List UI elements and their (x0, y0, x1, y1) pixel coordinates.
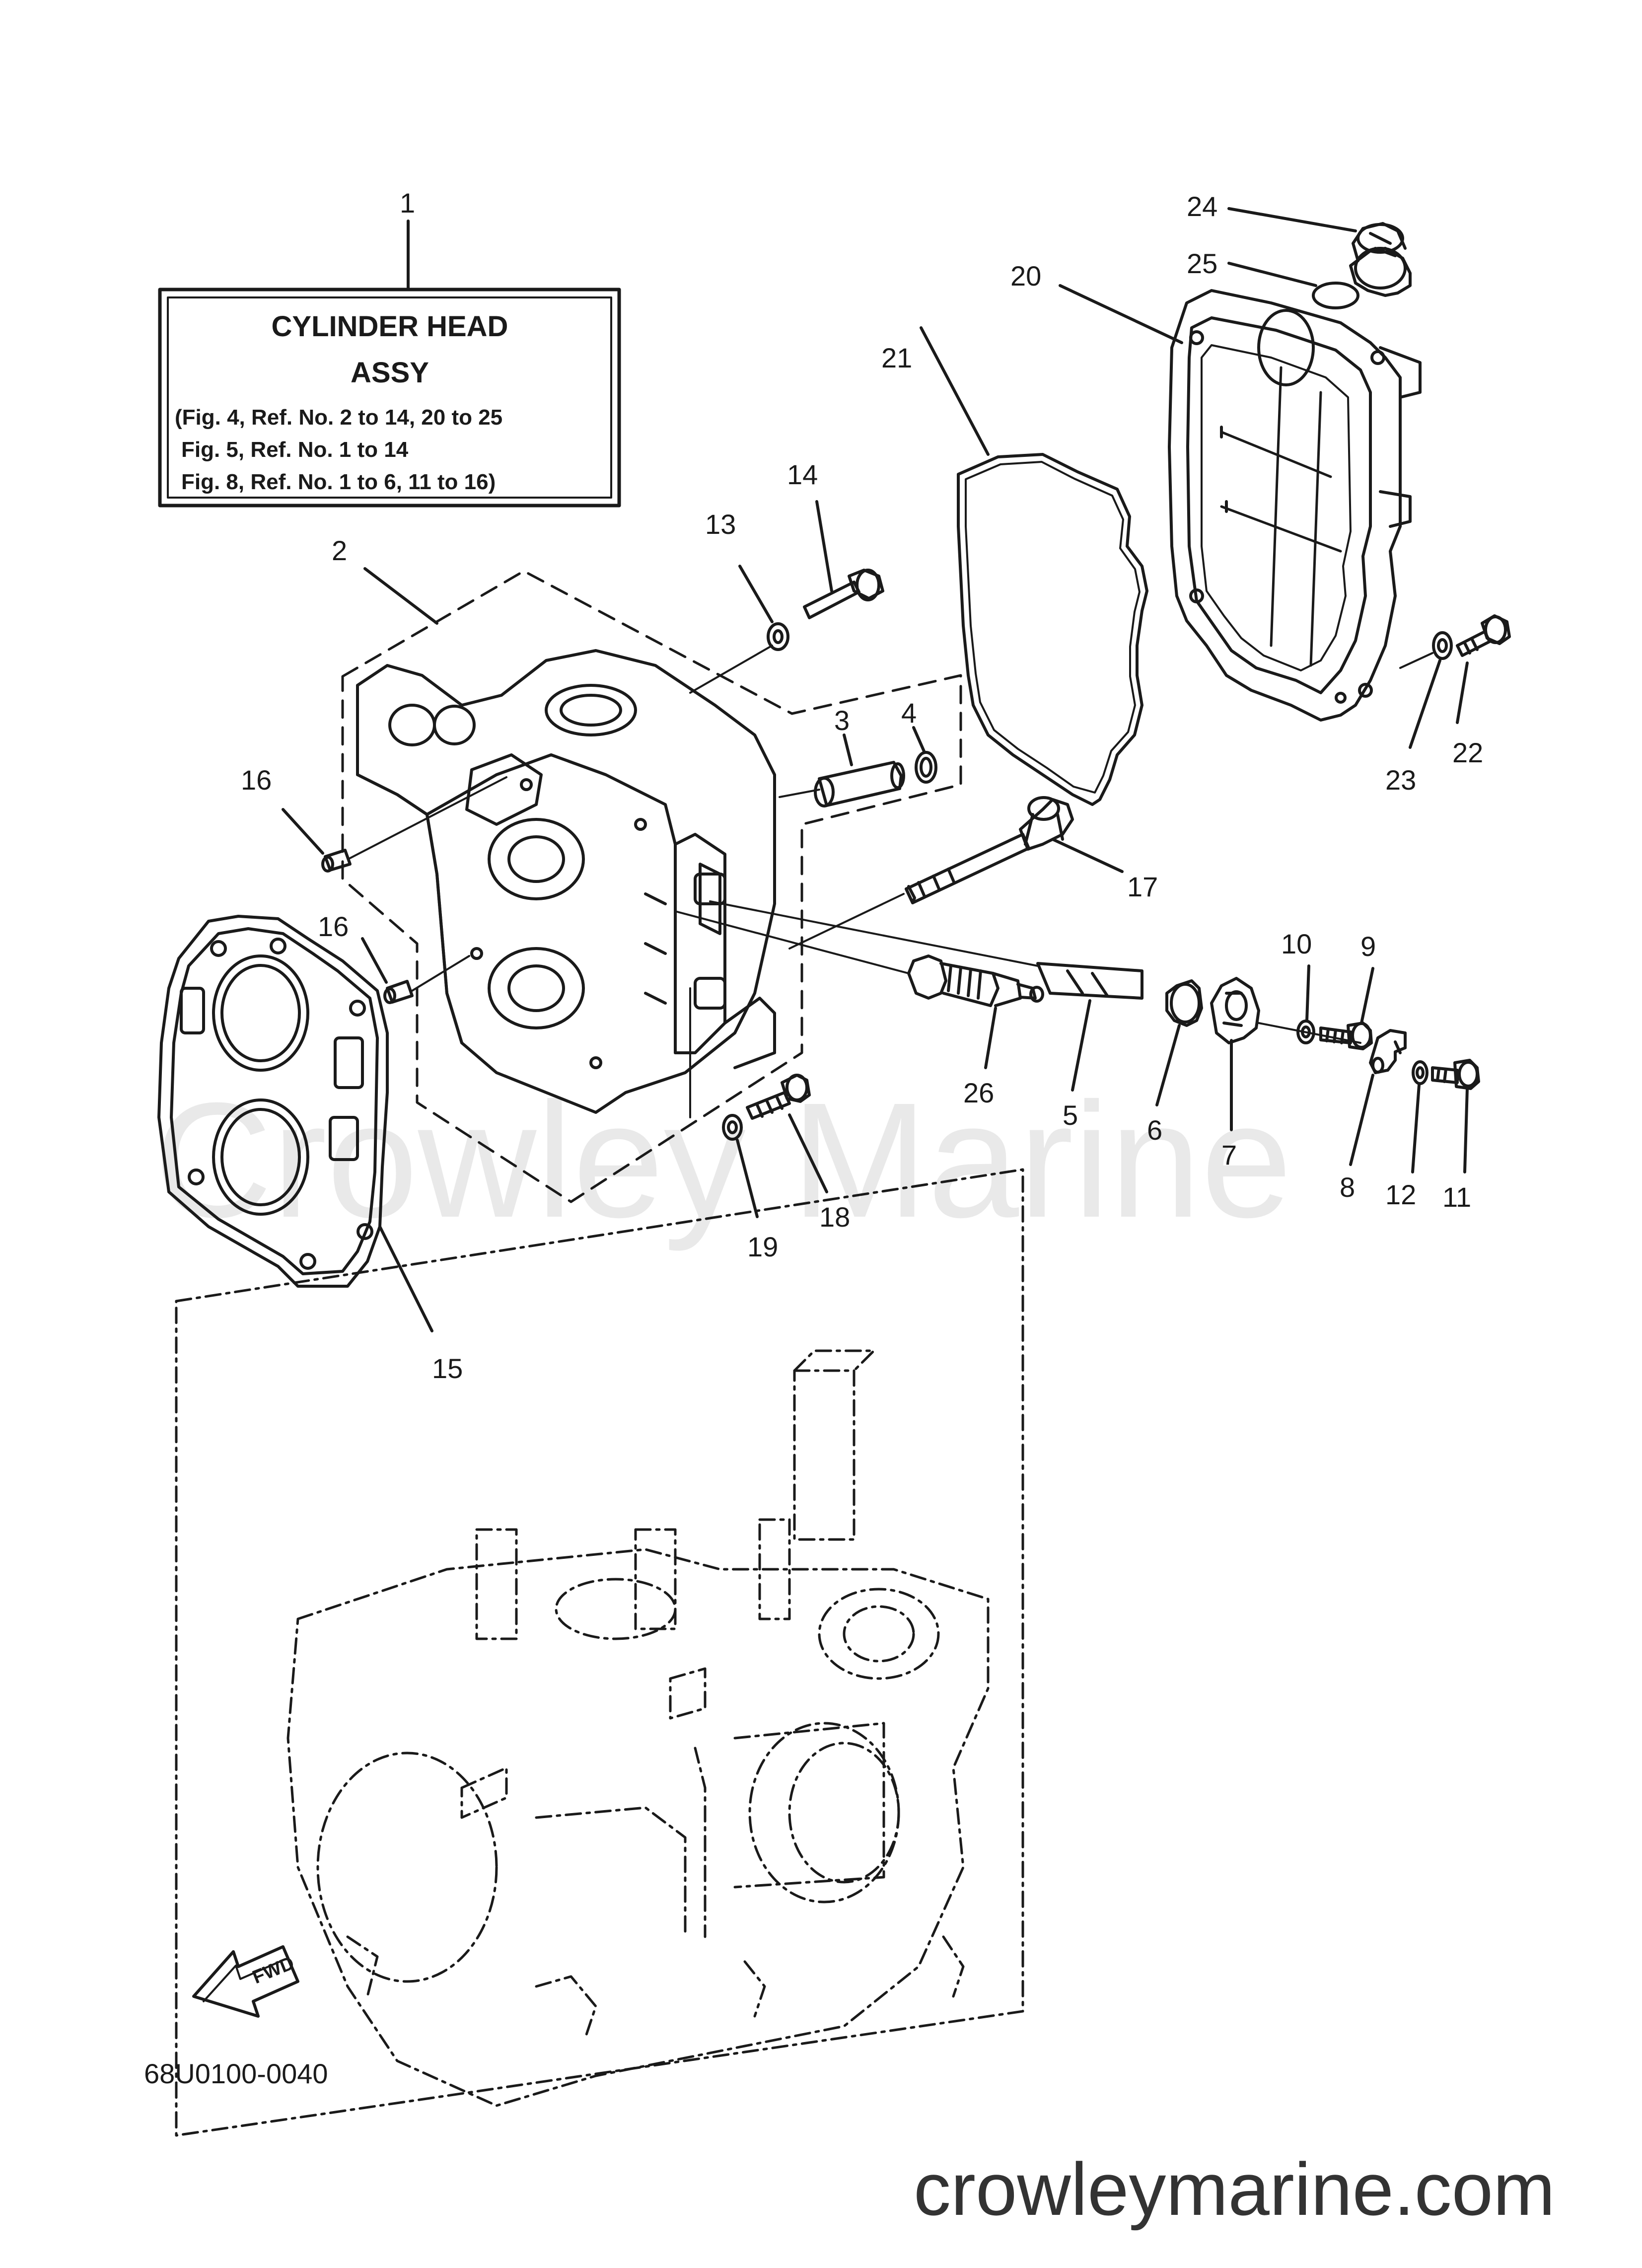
callout-16-upper: 16 (241, 764, 272, 796)
cylinder-head-gasket (157, 915, 389, 1288)
callout-17: 17 (1127, 871, 1158, 902)
leader-11 (1463, 1087, 1469, 1173)
bolt-part-18 (746, 1074, 811, 1120)
assembly-line-23 (1399, 652, 1433, 669)
callout-9: 9 (1360, 931, 1376, 962)
leader-4 (912, 726, 926, 754)
cylinder-head-outline (341, 570, 962, 1203)
cylinder-block (175, 1168, 1024, 2137)
callout-2: 2 (332, 535, 347, 566)
callout-6: 6 (1147, 1114, 1162, 1146)
plug-part-24 (1349, 222, 1412, 297)
watermark-text: Crowley Marine (154, 1068, 1292, 1252)
callout-25: 25 (1187, 248, 1217, 279)
callout-22: 22 (1452, 737, 1483, 768)
leader-12 (1411, 1084, 1421, 1173)
callout-4: 4 (901, 697, 917, 729)
head-cover-gasket (957, 453, 1148, 806)
diagram-code: 68U0100-0040 (144, 2058, 328, 2089)
washer-part-13 (767, 622, 789, 651)
assembly-line-16-lower (411, 955, 470, 992)
callout-18: 18 (819, 1201, 850, 1233)
assembly-line-5 (709, 900, 1039, 967)
assembly-line-16-upper (349, 776, 507, 859)
bolt-part-9 (1319, 1022, 1373, 1050)
washer-part-23 (1432, 631, 1453, 660)
leader-26 (984, 1007, 997, 1069)
leader-5 (1071, 999, 1091, 1092)
callout-13: 13 (705, 509, 736, 540)
dowel-pin-16-upper (321, 849, 352, 873)
assembly-info-box (158, 219, 621, 508)
info-box-ref-line-3: Fig. 8, Ref. No. 1 to 6, 11 to 16) (181, 470, 496, 494)
callout-3: 3 (834, 705, 850, 736)
leader-19 (736, 1139, 759, 1218)
clip-part-8 (1369, 1029, 1407, 1074)
leader-15 (378, 1225, 433, 1332)
leader-8 (1349, 1074, 1374, 1166)
leader-14 (815, 500, 833, 592)
circlip-part-4 (915, 751, 937, 784)
callout-24: 24 (1187, 191, 1217, 222)
o-ring-part-25 (1312, 282, 1359, 309)
callout-20: 20 (1010, 260, 1041, 292)
callout-8: 8 (1340, 1171, 1355, 1203)
collar-part-3 (814, 761, 905, 807)
head-cover (1168, 289, 1422, 722)
assembly-line-26 (674, 910, 910, 974)
bolt-part-14 (803, 569, 884, 619)
callout-1: 1 (400, 187, 415, 219)
callout-11: 11 (1442, 1181, 1471, 1213)
bolt-part-17 (905, 796, 1074, 904)
leader-13 (738, 565, 774, 623)
assembly-line-17 (788, 893, 905, 950)
leader-23 (1409, 659, 1441, 749)
grommet-part-6 (1165, 979, 1203, 1027)
callout-21: 21 (881, 342, 912, 373)
cover-part-7 (1210, 977, 1260, 1044)
bolt-part-11 (1431, 1059, 1480, 1090)
leader-10 (1305, 964, 1310, 1022)
info-box-title: CYLINDER HEAD (272, 310, 508, 343)
leader-21 (920, 326, 990, 456)
leader-16-lower (361, 937, 388, 984)
leader-16-upper (282, 808, 324, 855)
leader-2 (363, 567, 438, 625)
dowel-pin-16-lower (383, 980, 414, 1004)
callout-16-lower: 16 (318, 911, 349, 942)
leader-18 (788, 1113, 828, 1193)
info-box-ref-line-1: (Fig. 4, Ref. No. 2 to 14, 20 to 25 (175, 405, 502, 430)
leader-24 (1227, 207, 1357, 232)
cylinder-head (356, 649, 776, 1114)
part-5 (1036, 962, 1143, 1000)
callout-26: 26 (963, 1077, 994, 1108)
leader-3 (843, 733, 853, 766)
info-box-subtitle: ASSY (351, 357, 429, 389)
leader-25 (1227, 262, 1317, 287)
callout-7: 7 (1221, 1139, 1237, 1171)
callout-19: 19 (747, 1231, 778, 1262)
callout-12: 12 (1385, 1179, 1416, 1210)
callout-10: 10 (1281, 928, 1312, 959)
assembly-line-13 (689, 645, 773, 694)
callout-23: 23 (1385, 764, 1416, 796)
assembly-line-3 (779, 789, 820, 798)
leader-6 (1155, 1024, 1181, 1106)
callout-14: 14 (787, 459, 818, 490)
leader-17 (1051, 838, 1124, 873)
website-link[interactable]: crowleymarine.com (914, 2147, 1555, 2231)
leader-9 (1360, 967, 1374, 1024)
bolt-part-22 (1456, 614, 1511, 657)
callout-5: 5 (1063, 1099, 1078, 1131)
washer-part-19 (722, 1114, 743, 1141)
callout-15: 15 (432, 1353, 463, 1384)
leader-20 (1059, 284, 1183, 344)
washer-part-12 (1412, 1060, 1428, 1085)
spark-plug-part-26 (907, 954, 1044, 1007)
leader-22 (1456, 661, 1469, 724)
forward-arrow-icon (192, 1945, 299, 2018)
info-box-ref-line-2: Fig. 5, Ref. No. 1 to 14 (181, 438, 409, 462)
